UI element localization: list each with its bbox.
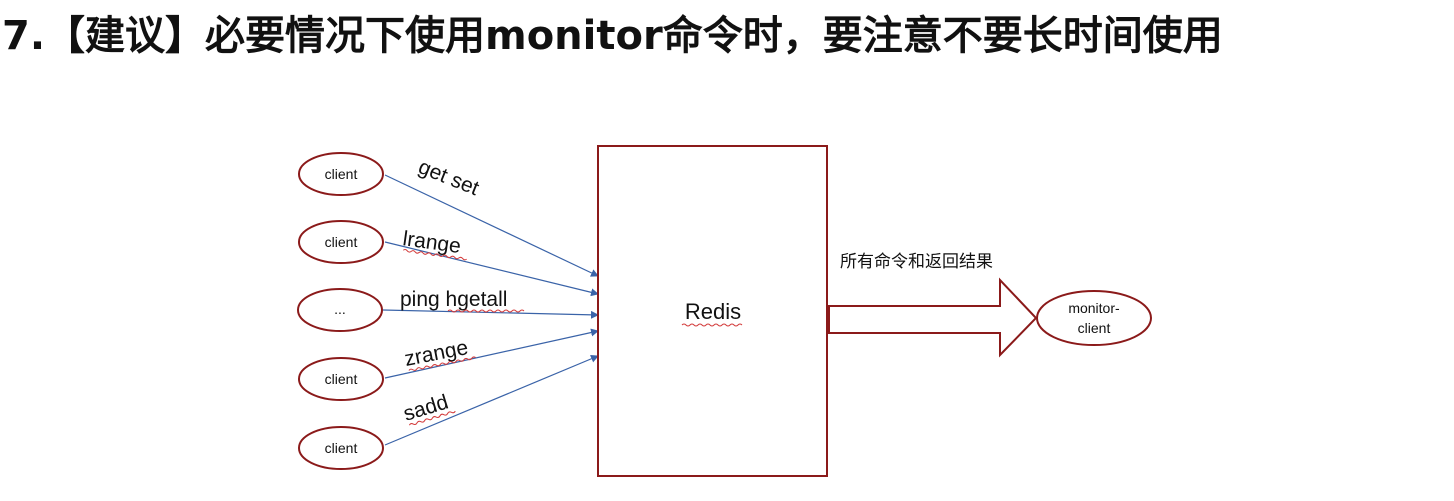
monitor-client-label-line1: monitor- [1068,300,1120,316]
command-label-sadd-group: sadd [401,390,456,426]
command-label-lrange-group: lrange [401,227,467,261]
monitor-client-node: monitor- client [1036,290,1152,346]
client-node-4: client [298,357,384,401]
client-node-2: client [298,220,384,264]
slide-title: 7.【建议】必要情况下使用monitor命令时，要注意不要长时间使用 [2,13,1223,59]
client-node-label: client [325,440,358,456]
request-arrow-1 [384,174,599,277]
spellcheck-underline [408,356,476,371]
redis-server-node: Redis [597,145,828,477]
output-label: 所有命令和返回结果 [840,252,993,272]
command-label-lrange: lrange [401,227,462,258]
client-node-label: client [325,371,358,387]
request-arrow-5 [384,355,599,446]
request-arrow-3 [382,309,599,319]
spellcheck-underline [447,309,525,313]
spellcheck-underline [681,323,743,327]
client-node-1: client [298,152,384,196]
client-node-label: ... [334,301,346,317]
request-arrows [382,174,599,446]
client-node-label: client [325,234,358,250]
spellcheck-underline [408,410,456,426]
client-node-5: client [298,426,384,470]
redis-label: Redis [685,299,741,324]
command-label-ping-hgetall: ping hgetall [400,288,507,311]
client-node-3: ... [297,288,383,332]
client-nodes: client client ... client client [297,152,384,470]
request-arrow-2 [384,241,599,297]
client-node-label: client [325,166,358,182]
command-labels: get set lrange ping hgetall zrange sadd [400,155,525,426]
spellcheck-underline [402,249,467,261]
command-label-ping-hgetall-group: ping hgetall [400,288,525,313]
request-arrow-4 [384,328,599,379]
output-block-arrow [828,277,1038,358]
monitor-client-label-line2: client [1078,320,1111,336]
